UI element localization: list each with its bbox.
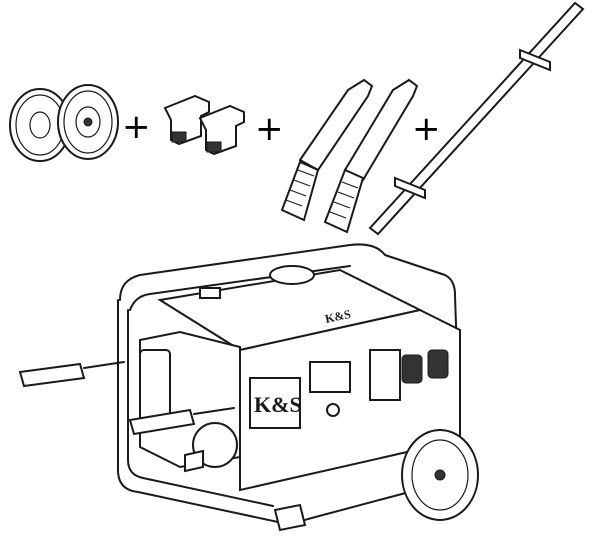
plus-sign: + [412, 109, 441, 149]
handles-accessory [280, 78, 419, 234]
tow-bar-accessory [368, 1, 585, 236]
plus-sign: + [255, 109, 284, 149]
brand-logo-small: K&S [324, 307, 353, 326]
brand-logo: K&S [254, 392, 302, 417]
generator: K&S K&S [18, 243, 479, 532]
wheels-accessory [9, 84, 119, 162]
plus-sign: + [122, 107, 151, 147]
support-feet-accessory [163, 94, 245, 156]
